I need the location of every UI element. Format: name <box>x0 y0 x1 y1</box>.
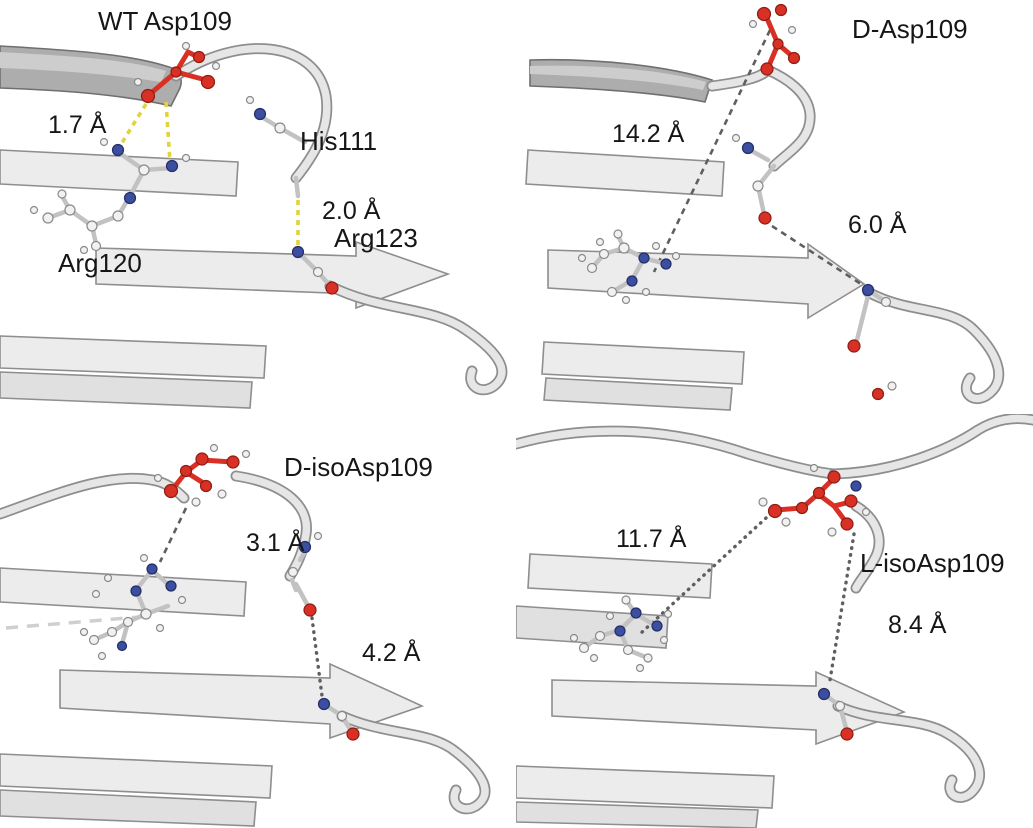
panel-d-isoasp109-canvas: D-isoAsp109 3.1 Å 4.2 Å <box>0 443 491 827</box>
panel-d-asp109: D-Asp109 14.2 Å 6.0 Å <box>516 0 1033 414</box>
residue-label-arg123: Arg123 <box>334 223 418 253</box>
backbone-loops <box>170 43 508 396</box>
distance-label-3-1: 3.1 Å <box>246 527 305 557</box>
panel-l-isoasp109-canvas: 11.7 Å L-isoAsp109 8.4 Å <box>516 414 1033 828</box>
beta-strands <box>0 567 425 827</box>
atoms <box>29 41 339 295</box>
distance-dashes <box>652 29 865 288</box>
distance-dashes <box>158 507 324 698</box>
arg-sidechain-sticks <box>589 233 669 295</box>
distance-dashes <box>638 516 856 682</box>
backbone-loops <box>706 63 1005 405</box>
panel-d-isoasp109: D-isoAsp109 3.1 Å 4.2 Å <box>0 414 516 828</box>
distance-label-2-0: 2.0 Å <box>322 195 381 225</box>
beta-strands <box>525 149 866 411</box>
residue-label-arg120: Arg120 <box>58 248 142 278</box>
residue-label-his111: His111 <box>300 126 377 156</box>
distance-label-4-2: 4.2 Å <box>362 637 421 667</box>
distance-label-8-4: 8.4 Å <box>888 609 947 639</box>
panel-wt-asp109: WT Asp109 1.7 Å His111 2.0 Å Arg123 Arg1… <box>0 0 516 414</box>
panel-l-isoasp109: 11.7 Å L-isoAsp109 8.4 Å <box>516 414 1033 828</box>
beta-strands <box>0 149 451 409</box>
loop-residue-sticks <box>289 547 355 735</box>
atoms <box>569 463 871 741</box>
panel-wt-asp109-canvas: WT Asp109 1.7 Å His111 2.0 Å Arg123 Arg1… <box>0 6 508 409</box>
distance-label-14-2: 14.2 Å <box>612 118 685 148</box>
distance-label-6-0: 6.0 Å <box>848 209 907 239</box>
distance-label-11-7: 11.7 Å <box>616 523 687 553</box>
panel-title: L-isoAsp109 <box>860 548 1005 578</box>
arg-sidechain-sticks <box>581 597 659 661</box>
panel-title: WT Asp109 <box>98 6 232 36</box>
atoms <box>577 3 897 401</box>
panel-title: D-isoAsp109 <box>284 452 433 482</box>
panel-d-asp109-canvas: D-Asp109 14.2 Å 6.0 Å <box>525 3 1005 411</box>
isoasp109-sidechain-sticks <box>773 475 853 525</box>
distance-label-1-7: 1.7 Å <box>48 109 107 139</box>
beta-strands <box>516 553 907 828</box>
dark-ribbon <box>529 58 714 103</box>
hydrogen-bond-dashes <box>118 101 300 246</box>
backbone-loops <box>516 414 1033 803</box>
disordered-loop-dash <box>5 614 153 630</box>
atoms <box>79 443 360 741</box>
panel-title: D-Asp109 <box>852 14 968 44</box>
